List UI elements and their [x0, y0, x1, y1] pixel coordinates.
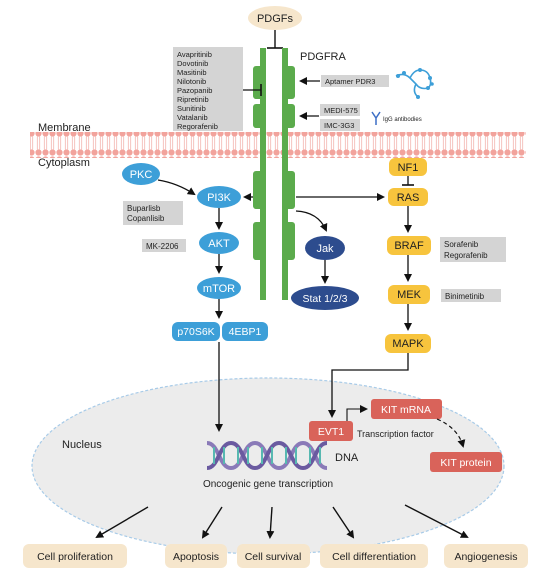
outcome-label-differentiation: Cell differentiation	[332, 551, 416, 563]
dna-helix-icon	[206, 440, 328, 471]
mek-node	[388, 285, 430, 304]
pkc-to-pi3k-arrow	[157, 179, 196, 196]
tki-inhibitor-item: Ripretinib	[177, 95, 209, 104]
jak-node	[305, 236, 345, 260]
antibody-box-2	[320, 119, 360, 131]
igg-antibodies-label: IgG antibodies	[383, 117, 422, 123]
kit-translation-arrow	[436, 418, 466, 448]
braf-inhibitor-1: Sorafenib	[444, 240, 479, 249]
braf-node	[387, 236, 431, 255]
tki-inhibitor-item: Dovotinib	[177, 59, 208, 68]
pkc-node	[122, 163, 160, 185]
dna-label: DNA	[335, 452, 359, 464]
mapk-node	[385, 334, 431, 353]
cytoplasm-label: Cytoplasm	[38, 157, 90, 169]
akt-inhibitor-box	[142, 239, 186, 252]
p70s6k-label: p70S6K	[177, 326, 214, 338]
tki-inhibitor-item: Nilotonib	[177, 77, 206, 86]
mtor-node	[197, 277, 241, 299]
outcome-cell-survival	[237, 544, 310, 568]
kit-mrna-label: KIT mRNA	[381, 404, 431, 416]
jak-label: Jak	[316, 243, 334, 255]
p70s6k-node	[172, 322, 220, 341]
aptamer-label: Aptamer PDR3	[325, 77, 375, 86]
tki-inhibitor-item: Masitinib	[177, 68, 207, 77]
nucleus-label: Nucleus	[62, 439, 102, 451]
transcription-factor-label: Transcription factor	[357, 429, 434, 439]
gene-transcription-label: Oncogenic gene transcription	[203, 479, 333, 490]
tki-inhibitor-item: Pazopanib	[177, 86, 212, 95]
ras-node	[388, 188, 428, 206]
tki-inhibitor-item: Sunitinib	[177, 104, 206, 113]
receptor-to-jak-arrow	[295, 210, 328, 232]
mapk-to-evt1-arrow	[328, 353, 409, 418]
antibody-box-1	[320, 104, 360, 116]
braf-inhibitor-box	[440, 237, 506, 262]
ras-label: RAS	[397, 192, 420, 204]
evt1-node	[309, 421, 353, 441]
outcome-arrows	[95, 504, 469, 539]
kit-protein-node	[430, 452, 502, 472]
4ebp1-node	[222, 322, 268, 341]
outcome-apoptosis	[165, 544, 227, 568]
mek-inhibitor-box	[441, 289, 501, 302]
pi3k-inhibitor-2: Copanlisib	[127, 214, 165, 223]
tki-inhibitor-item: Regorafenib	[177, 122, 218, 131]
pi3k-inhibitor-box	[123, 201, 183, 225]
braf-label: BRAF	[394, 240, 424, 252]
outcome-label-proliferation: Cell proliferation	[37, 551, 113, 563]
stat-label: Stat 1/2/3	[303, 293, 348, 305]
pi3k-label: PI3K	[207, 192, 232, 204]
pi3k-inhibitor-1: Buparlisb	[127, 204, 161, 213]
pdgfra-label: PDGFRA	[300, 51, 347, 63]
mtor-label: mTOR	[203, 283, 235, 295]
braf-inhibitor-2: Regorafenib	[444, 251, 488, 260]
kit-protein-label: KIT protein	[440, 457, 491, 469]
nf1-node	[389, 158, 427, 176]
mapk-label: MAPK	[392, 338, 424, 350]
outcome-cell-differentiation	[320, 544, 428, 568]
tki-inhibitor-item: Avapritinib	[177, 50, 212, 59]
pdgfs-label: PDGFs	[257, 13, 294, 25]
pkc-label: PKC	[130, 169, 153, 181]
tki-inhibitor-box	[173, 47, 243, 131]
outcome-label-survival: Cell survival	[245, 551, 302, 563]
akt-node	[199, 232, 239, 254]
kit-mrna-node	[371, 399, 442, 419]
igg-antibody-icon	[371, 111, 381, 125]
outcome-angiogenesis	[444, 544, 528, 568]
outcome-label-angiogenesis: Angiogenesis	[454, 551, 517, 563]
pi3k-node	[197, 186, 241, 208]
pdgfs-ligand	[248, 6, 302, 30]
akt-label: AKT	[208, 238, 230, 250]
pdgfra-receptor	[253, 48, 295, 300]
mek-label: MEK	[397, 289, 422, 301]
antibody-label-2: IMC-3G3	[324, 121, 354, 130]
membrane-label: Membrane	[38, 122, 91, 134]
outcome-label-apoptosis: Apoptosis	[173, 551, 219, 563]
evt1-to-kit-mrna-arrow	[346, 405, 368, 421]
tki-inhibitor-item: Vatalanib	[177, 113, 208, 122]
aptamer-box	[321, 75, 389, 87]
cell-membrane	[30, 132, 526, 158]
stat-node	[291, 286, 359, 310]
outcome-cell-proliferation	[23, 544, 127, 568]
mek-inhibitor-label: Binimetinib	[445, 292, 485, 301]
nf1-label: NF1	[398, 162, 419, 174]
antibody-label-1: MEDI-575	[324, 106, 358, 115]
aptamer-structure-icon	[395, 68, 434, 99]
4ebp1-label: 4EBP1	[229, 326, 262, 338]
akt-inhibitor-label: MK-2206	[146, 242, 179, 251]
evt1-label: EVT1	[318, 426, 344, 438]
